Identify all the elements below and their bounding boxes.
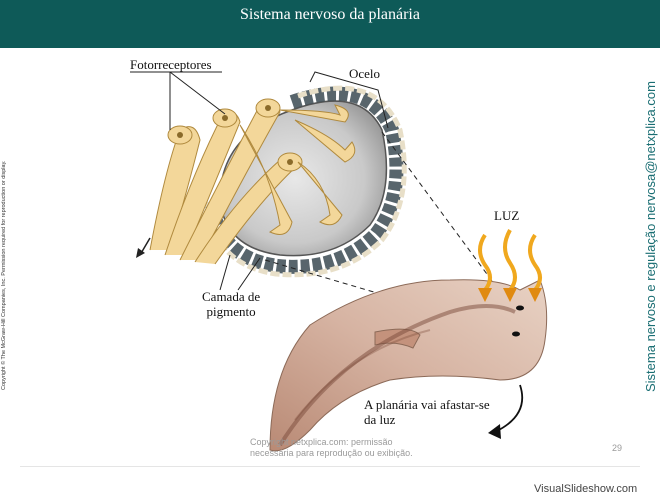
label-camada-line1: Camada de <box>202 289 261 304</box>
label-fotorreceptores: Fotorreceptores <box>130 57 212 72</box>
leader-lines <box>130 71 389 291</box>
light-arrows <box>478 229 542 292</box>
footer-note-line1: Copyright netxplica.com: permissão <box>250 437 393 447</box>
photoreceptor-nuclei <box>177 105 293 165</box>
label-ocelo: Ocelo <box>349 66 381 81</box>
label-camada-line2: pigmento <box>206 304 256 319</box>
slide-title: Sistema nervoso da planária <box>240 6 420 23</box>
slide-header: Sistema nervoso da planária <box>0 0 660 48</box>
planaria <box>269 279 548 452</box>
dashed-guides <box>264 131 521 336</box>
label-afastar: A planária vai afastar-se da luz <box>364 397 524 427</box>
watermark-text: VisualSlideshow.com <box>534 483 638 495</box>
copyright-side-note: Copyright © The McGraw-Hill Companies, I… <box>1 160 7 390</box>
movement-arrow <box>494 384 524 433</box>
side-brand-text: Sistema nervoso e regulação nervosa@netx… <box>643 81 658 392</box>
page-number: 29 <box>612 443 623 453</box>
planaria-illustration <box>130 71 548 452</box>
label-luz: LUZ <box>494 208 520 223</box>
movement-arrowhead <box>488 424 501 439</box>
label-afastar-line1: A planária vai afastar-se <box>364 397 490 412</box>
footer-note-line2: necessária para reprodução ou exibição. <box>250 448 413 458</box>
label-afastar-line2: da luz <box>364 412 396 427</box>
nerve-arrowhead <box>136 248 145 258</box>
label-camada-pigmento: Camada de pigmento <box>202 289 260 319</box>
footer-divider <box>20 466 640 467</box>
light-arrowheads <box>478 288 542 302</box>
footer-copyright-note: Copyright netxplica.com: permissão neces… <box>250 437 450 459</box>
